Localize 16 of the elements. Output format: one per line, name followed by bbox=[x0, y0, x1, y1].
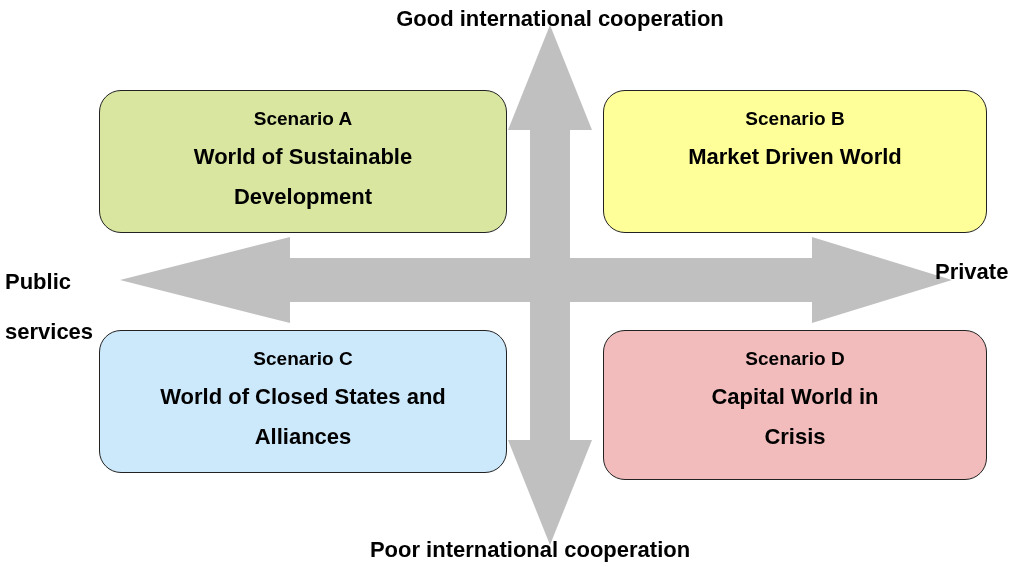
scenario-box bbox=[603, 90, 987, 233]
scenario-heading: Scenario B bbox=[745, 107, 845, 131]
scenario-box bbox=[99, 90, 507, 233]
scenario-title: World of Closed States and Alliances bbox=[159, 383, 447, 451]
scenario-title: Market Driven World bbox=[687, 143, 903, 171]
scenario-box bbox=[99, 330, 507, 473]
scenario-heading: Scenario C bbox=[253, 347, 353, 371]
axis-label: Public services bbox=[5, 268, 95, 346]
axis-label: Good international cooperation bbox=[395, 5, 725, 33]
scenario-title: Capital World in Crisis bbox=[710, 383, 880, 451]
axis-label: Private bbox=[935, 258, 1009, 286]
scenario-heading: Scenario A bbox=[253, 107, 353, 131]
scenario-title: World of Sustainable Development bbox=[192, 143, 414, 211]
scenario-box bbox=[603, 330, 987, 480]
scenario-heading: Scenario D bbox=[745, 347, 845, 371]
axis-label: Poor international cooperation bbox=[368, 536, 692, 564]
